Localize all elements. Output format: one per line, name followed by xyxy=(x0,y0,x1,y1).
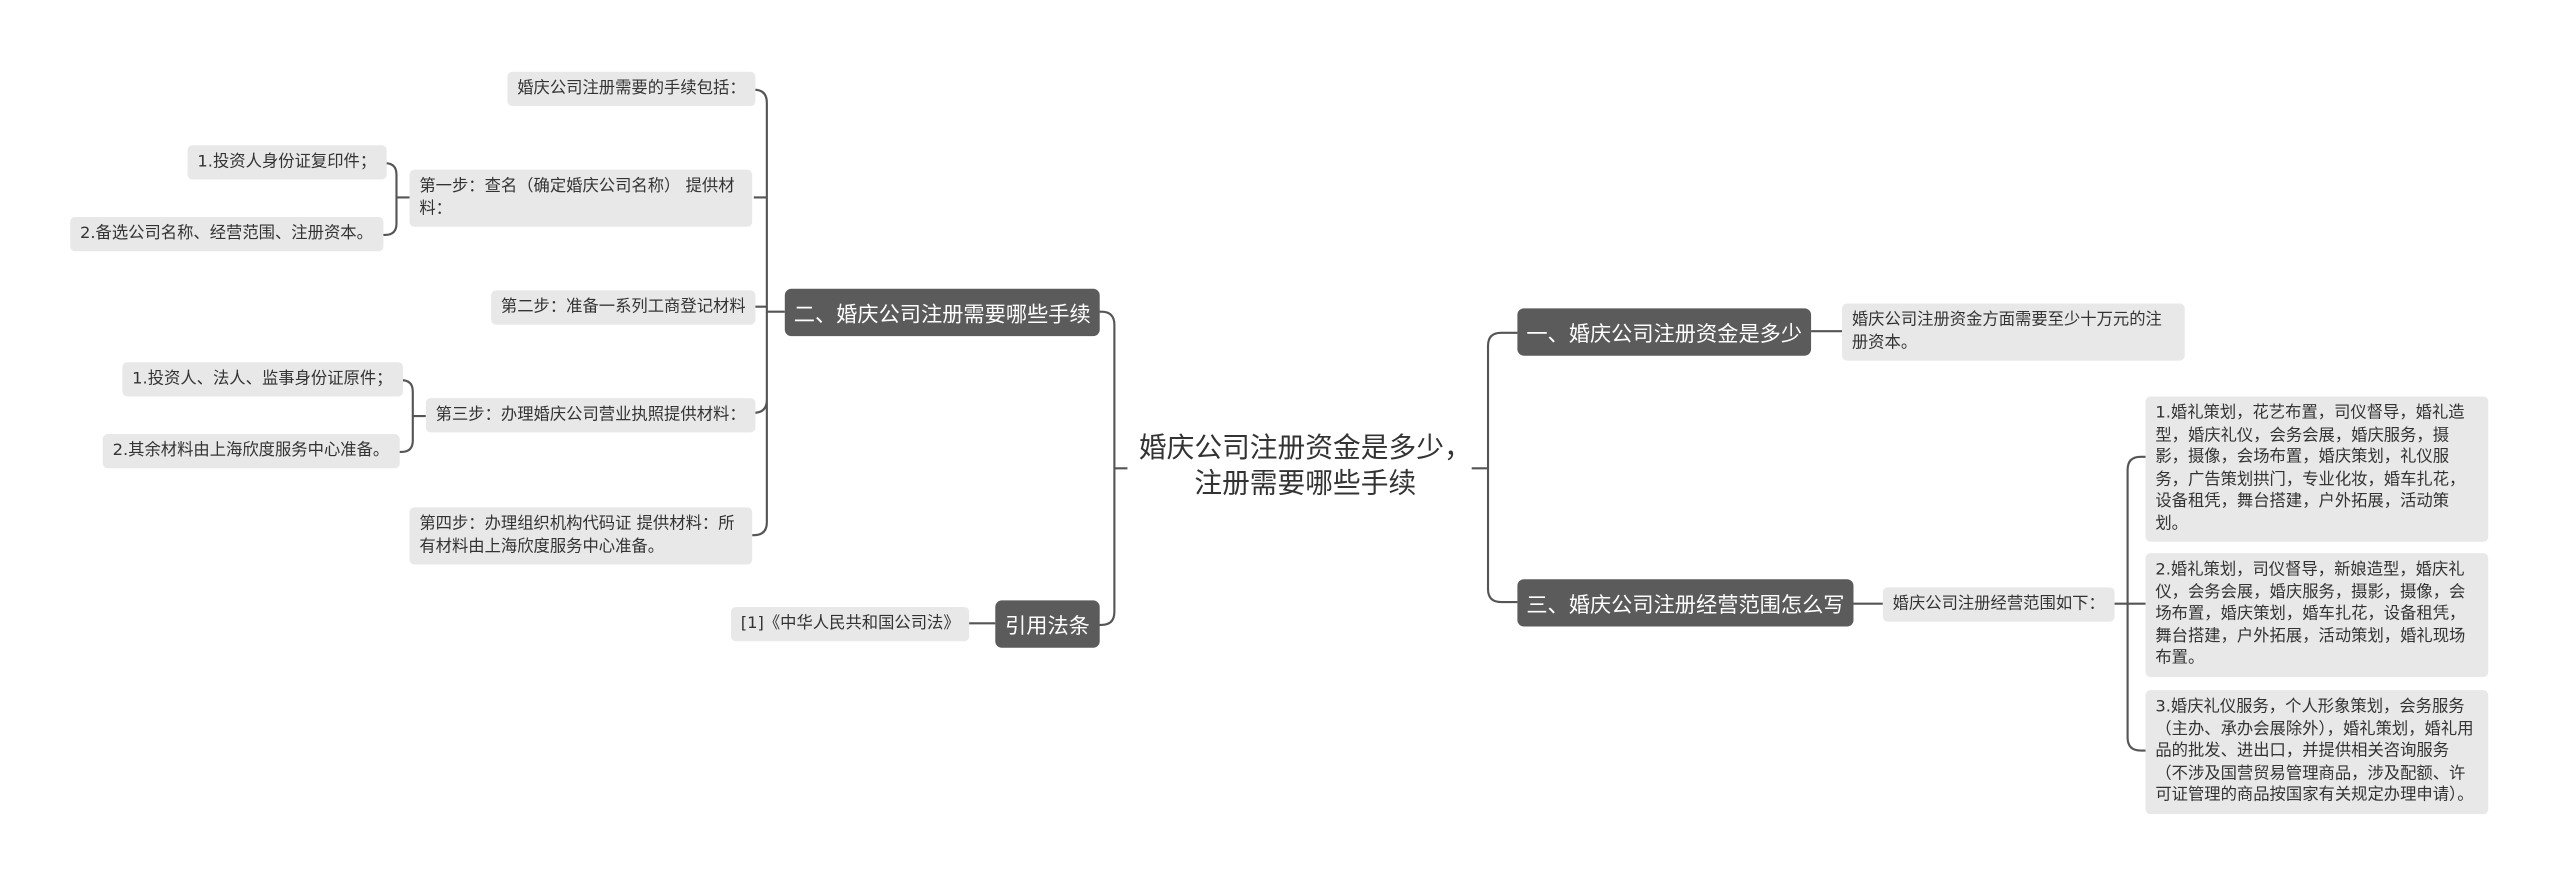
step-1-item[interactable]: 1.投资人身份证复印件； xyxy=(187,145,386,180)
step-1[interactable]: 第一步：查名（确定婚庆公司名称） 提供材料： xyxy=(409,169,753,227)
business-scope-item[interactable]: 2.婚礼策划，司仪督导，新娘造型，婚庆礼仪，会务会展，婚庆服务，摄影，摄像，会场… xyxy=(2145,553,2489,677)
step-1-item[interactable]: 2.备选公司名称、经营范围、注册资本。 xyxy=(70,217,383,252)
business-scope-item[interactable]: 1.婚礼策划，花艺布置，司仪督导，婚礼造型，婚庆礼仪，会务会展，婚庆服务，摄影，… xyxy=(2145,396,2489,542)
step-3-item[interactable]: 1.投资人、法人、监事身份证原件； xyxy=(122,362,403,397)
procedures-intro[interactable]: 婚庆公司注册需要的手续包括： xyxy=(507,71,756,107)
step-3-item[interactable]: 2.其余材料由上海欣度服务中心准备。 xyxy=(102,434,400,469)
step-2[interactable]: 第二步：准备一系列工商登记材料 xyxy=(491,290,756,325)
branch-registration-procedures[interactable]: 二、婚庆公司注册需要哪些手续 xyxy=(784,288,1100,337)
root-topic[interactable]: 婚庆公司注册资金是多少，注册需要哪些手续 xyxy=(1138,432,1472,501)
step-4[interactable]: 第四步：办理组织机构代码证 提供材料：所有材料由上海欣度服务中心准备。 xyxy=(409,507,753,565)
reference-item[interactable]: [1]《中华人民共和国公司法》 xyxy=(730,606,970,642)
branch-business-scope[interactable]: 三、婚庆公司注册经营范围怎么写 xyxy=(1517,579,1854,627)
business-scope-item[interactable]: 3.婚庆礼仪服务，个人形象策划，会务服务（主办、承办会展除外），婚礼策划，婚礼用… xyxy=(2145,690,2489,814)
registered-capital-text[interactable]: 婚庆公司注册资金方面需要至少十万元的注册资本。 xyxy=(1842,303,2185,361)
step-3[interactable]: 第三步：办理婚庆公司营业执照提供材料： xyxy=(425,398,756,433)
branch-registered-capital[interactable]: 一、婚庆公司注册资金是多少 xyxy=(1517,308,1812,356)
business-scope-intro[interactable]: 婚庆公司注册经营范围如下： xyxy=(1882,587,2115,622)
branch-references[interactable]: 引用法条 xyxy=(995,600,1100,648)
